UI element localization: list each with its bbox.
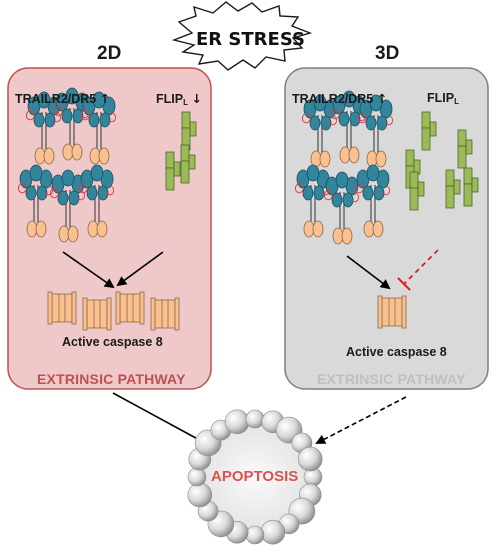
flip-label-3d: FLIPL: [427, 91, 459, 106]
receptor-to-caspase-arrow-2d: [62, 251, 115, 289]
trailr2-label-3d: TRAILR2/DR5 ↑: [292, 91, 387, 106]
apoptotic-bleb: [245, 409, 265, 429]
apoptotic-bleb: [187, 467, 207, 487]
flip-down-arrow-2d: ↓: [191, 91, 202, 106]
flip-name-2d: FLIP: [156, 92, 184, 106]
caspase-label-3d: Active caspase 8: [346, 345, 447, 359]
extrinsic-to-apoptosis-arrow-2d: [112, 392, 207, 444]
flip-name-3d: FLIP: [427, 91, 455, 105]
apoptosis-label: APOPTOSIS: [211, 468, 299, 485]
panel-3d: [284, 67, 489, 390]
caspase-label-2d: Active caspase 8: [62, 335, 163, 349]
receptor-name-2d: TRAILR2/DR5: [15, 92, 97, 106]
er-stress-label: ER STRESS: [196, 29, 305, 50]
receptor-up-arrow-2d: ↑: [99, 91, 111, 106]
receptor-to-caspase-arrow-3d: [346, 255, 391, 290]
trailr2-label-2d: TRAILR2/DR5 ↑: [15, 91, 110, 106]
apoptotic-bleb: [260, 519, 286, 545]
active-caspase-8-3d: [377, 295, 407, 329]
er-stress-starburst: [171, 1, 313, 71]
pathway-label-2d: EXTRINSIC PATHWAY: [37, 371, 186, 387]
apoptotic-bleb: [297, 446, 323, 472]
flip-subscript-2d: L: [183, 98, 188, 107]
apoptotic-bleb: [245, 525, 265, 545]
flip-label-2d: FLIPL ↓: [156, 91, 202, 107]
pathway-label-3d: EXTRINSIC PATHWAY: [317, 371, 466, 387]
extrinsic-to-apoptosis-arrow-3d: [315, 396, 407, 444]
flip-to-caspase-arrow-2d: [116, 251, 164, 287]
panel-2d-title: 2D: [97, 43, 122, 64]
flip-subscript-3d: L: [454, 97, 459, 106]
flip-inhibition-line-3d: [403, 249, 439, 285]
apoptotic-cell: [187, 409, 323, 545]
receptor-name-3d: TRAILR2/DR5: [292, 92, 374, 106]
panel-3d-title: 3D: [375, 43, 400, 64]
apoptotic-bleb: [224, 409, 250, 435]
receptor-up-arrow-3d: ↑: [376, 91, 388, 106]
flip-inhibition-bar-3d: [397, 277, 411, 291]
apoptotic-bleb: [187, 482, 213, 508]
